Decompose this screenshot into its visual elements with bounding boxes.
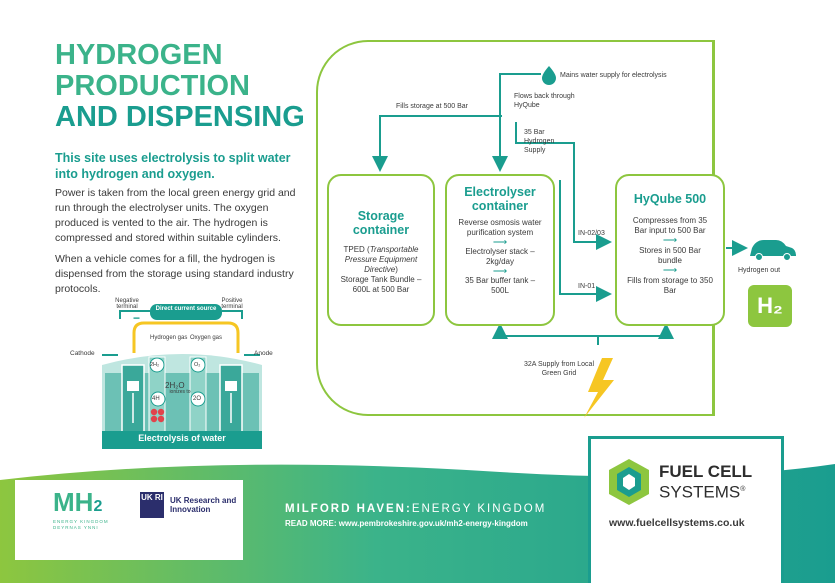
- ukri-logo-mark: UK RI: [140, 492, 164, 518]
- fcs-card: FUEL CELL SYSTEMS® www.fuelcellsystems.c…: [588, 436, 784, 583]
- o-ion-label: 2O: [193, 396, 202, 402]
- electrolysis-title: Electrolysis of water: [138, 433, 226, 443]
- electrolyser-item-2: Electrolyser stack – 2kg/day: [465, 247, 535, 266]
- fills-storage-line: [372, 115, 502, 172]
- flow-connectors: [372, 66, 796, 418]
- partner-logos: MH2 ENERGY KINGDOM DEYRNAS YNNI UK RI UK…: [15, 480, 243, 560]
- electrolyser-container-box: Electrolyser container Reverse osmosis w…: [445, 174, 555, 326]
- storage-bundle: Storage Tank Bundle – 600L at 500 Bar: [340, 275, 422, 294]
- cathode-label: Cathode: [70, 350, 95, 357]
- fills-storage-label: Fills storage at 500 Bar: [396, 103, 468, 110]
- ionizes-to-label: ionizes to: [169, 389, 191, 395]
- grid-line-hyqube: [597, 323, 674, 345]
- positive-wire: [222, 310, 243, 319]
- storage-container-box: Storage container TPED (Transportable Pr…: [327, 174, 435, 326]
- o2-bubble: [190, 357, 206, 373]
- mh2-tagline: ENERGY KINGDOM: [53, 519, 109, 524]
- h2o-formula: 2H₂O: [165, 381, 185, 390]
- anode-label: Anode: [254, 350, 273, 357]
- oxygen-gas-label: Oxygen gas: [190, 335, 223, 341]
- ion-dot: [150, 415, 158, 423]
- in0203-label: IN-02/03: [578, 230, 605, 237]
- hyqube-item-3: Fills from storage to 350 Bar: [627, 276, 713, 295]
- supply-35bar-line: [515, 122, 612, 250]
- electrolyser-title: Electrolyser container: [464, 185, 536, 213]
- h2-bubble: [149, 357, 165, 373]
- water-supply-label: Mains water supply for electrolysis: [560, 72, 667, 79]
- read-more-link[interactable]: www.pembrokeshire.gov.uk/mh2-energy-king…: [338, 519, 528, 528]
- title-band: [102, 431, 262, 449]
- minus-sign: −: [133, 311, 141, 325]
- arrow-icon: ⟶: [492, 237, 508, 248]
- grid-line-electrolyser: [492, 323, 599, 345]
- ukri-text: UK Research and Innovation: [170, 496, 237, 514]
- hyqube-item-2: Stores in 500 Bar bundle: [639, 246, 701, 265]
- storage-tped: TPED (Transportable Pressure Equipment D…: [343, 245, 419, 274]
- mh2-tagline-cy: DEYRNAS YNNI: [53, 525, 99, 530]
- ion-dot: [157, 408, 165, 416]
- flows-back-label: Flows back through HyQube: [514, 93, 575, 109]
- page-title: HYDROGEN PRODUCTION AND DISPENSING: [55, 40, 315, 133]
- body-paragraph-2: When a vehicle comes for a fill, the hyd…: [55, 253, 294, 295]
- hyqube-title: HyQube 500: [633, 192, 707, 206]
- water-drop-icon: [542, 66, 556, 85]
- h2-bubble-label: 2H₂: [150, 362, 160, 368]
- bar35-supply-label: 35 Bar Hydrogen Supply: [524, 129, 555, 154]
- dc-source-shape: [150, 304, 222, 320]
- milford-haven-heading: MILFORD HAVEN:ENERGY KINGDOM: [285, 503, 547, 515]
- anode-plate: [225, 381, 237, 391]
- electrolysis-diagram: [102, 304, 262, 449]
- positive-terminal-label: Positive terminal: [221, 298, 243, 310]
- negative-wire: [119, 310, 150, 319]
- hyqube-item-1: Compresses from 35 Bar input to 500 Bar: [632, 216, 708, 235]
- electrolyser-item-3: 35 Bar buffer tank – 500L: [464, 276, 536, 295]
- hyqube-box: HyQube 500 Compresses from 35 Bar input …: [615, 174, 725, 326]
- read-more: READ MORE: www.pembrokeshire.gov.uk/mh2-…: [285, 519, 528, 528]
- lightning-icon: [584, 358, 614, 418]
- water-supply-line: [492, 73, 541, 172]
- lead-text: This site uses electrolysis to split wat…: [55, 151, 291, 181]
- body-paragraph-1: Power is taken from the local green ener…: [55, 187, 296, 244]
- fcs-line-1: FUEL CELL: [659, 462, 753, 481]
- ion-dot: [157, 415, 165, 423]
- fcs-line-2: SYSTEMS®: [659, 482, 746, 502]
- negative-terminal-label: Negative terminal: [115, 298, 139, 310]
- arrow-icon: ⟶: [662, 265, 678, 276]
- fcs-logo-icon: [609, 459, 649, 505]
- ion-dot: [150, 408, 158, 416]
- cathode-plate: [127, 381, 139, 391]
- in01-label: IN-01: [578, 283, 596, 290]
- h-ion-bubble: [150, 391, 166, 407]
- hydrogen-out-label: Hydrogen out: [738, 267, 781, 274]
- o-ion-bubble: [190, 391, 206, 407]
- car-icon: [750, 240, 796, 256]
- in01-line: [559, 180, 612, 302]
- dc-source-label: Direct current source: [155, 306, 217, 312]
- o2-bubble-label: O₂: [194, 362, 201, 368]
- h-ion-label: 4H: [152, 396, 160, 402]
- title-line-2: PRODUCTION: [55, 70, 250, 102]
- storage-title: Storage container: [352, 209, 410, 237]
- electrolyser-item-1: Reverse osmosis water purification syste…: [458, 218, 542, 237]
- mh2-logo: MH2: [53, 487, 103, 517]
- arrow-icon: ⟶: [492, 266, 508, 277]
- title-line-1: HYDROGEN: [55, 39, 223, 71]
- hydrogen-gas-label: Hydrogen gas: [150, 335, 188, 341]
- fcs-url[interactable]: www.fuelcellsystems.co.uk: [609, 517, 745, 529]
- process-frame: [316, 40, 714, 416]
- supply-32a-label: 32A Supply from Local Green Grid: [523, 361, 595, 377]
- plus-sign: +: [209, 309, 216, 321]
- wire: [132, 321, 240, 353]
- h2-badge: H₂: [748, 285, 792, 327]
- title-line-3: AND DISPENSING: [55, 101, 305, 133]
- arrow-icon: ⟶: [662, 235, 678, 246]
